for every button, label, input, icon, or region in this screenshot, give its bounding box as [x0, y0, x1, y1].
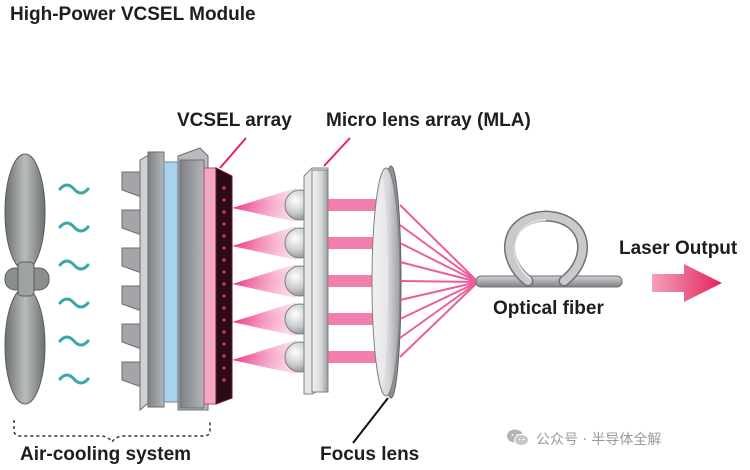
focus-lens-icon: [371, 165, 402, 399]
fiber-loop-icon: [475, 210, 623, 288]
focus-leader-line: [352, 397, 389, 444]
focused-beams: [399, 204, 479, 358]
diagram-title: High-Power VCSEL Module: [10, 4, 256, 25]
airflow-icon: [58, 183, 90, 385]
heat-sink-icon: [121, 147, 209, 412]
micro-lens-array-label: Micro lens array (MLA): [326, 110, 531, 131]
mla-leader-line: [323, 137, 351, 167]
watermark-text: 公众号 · 半导体全解: [536, 432, 662, 448]
vcsel-beams: [232, 188, 296, 374]
laser-output-label: Laser Output: [619, 238, 738, 259]
vcsel-leader-line: [219, 137, 247, 169]
collimated-beams: [328, 199, 378, 363]
air-cooling-brace: [13, 420, 211, 444]
output-arrow-icon: [652, 264, 722, 302]
vcsel-chip-icon: [203, 167, 233, 405]
wechat-icon: [506, 428, 530, 452]
focus-lens-label: Focus lens: [320, 444, 420, 465]
watermark: 公众号 · 半导体全解: [506, 428, 661, 452]
microlens-icon: [284, 167, 329, 395]
fan-icon: [4, 153, 50, 405]
vcsel-array-label: VCSEL array: [177, 110, 292, 131]
optical-fiber-label: Optical fiber: [493, 298, 604, 319]
air-cooling-label: Air-cooling system: [20, 444, 192, 465]
